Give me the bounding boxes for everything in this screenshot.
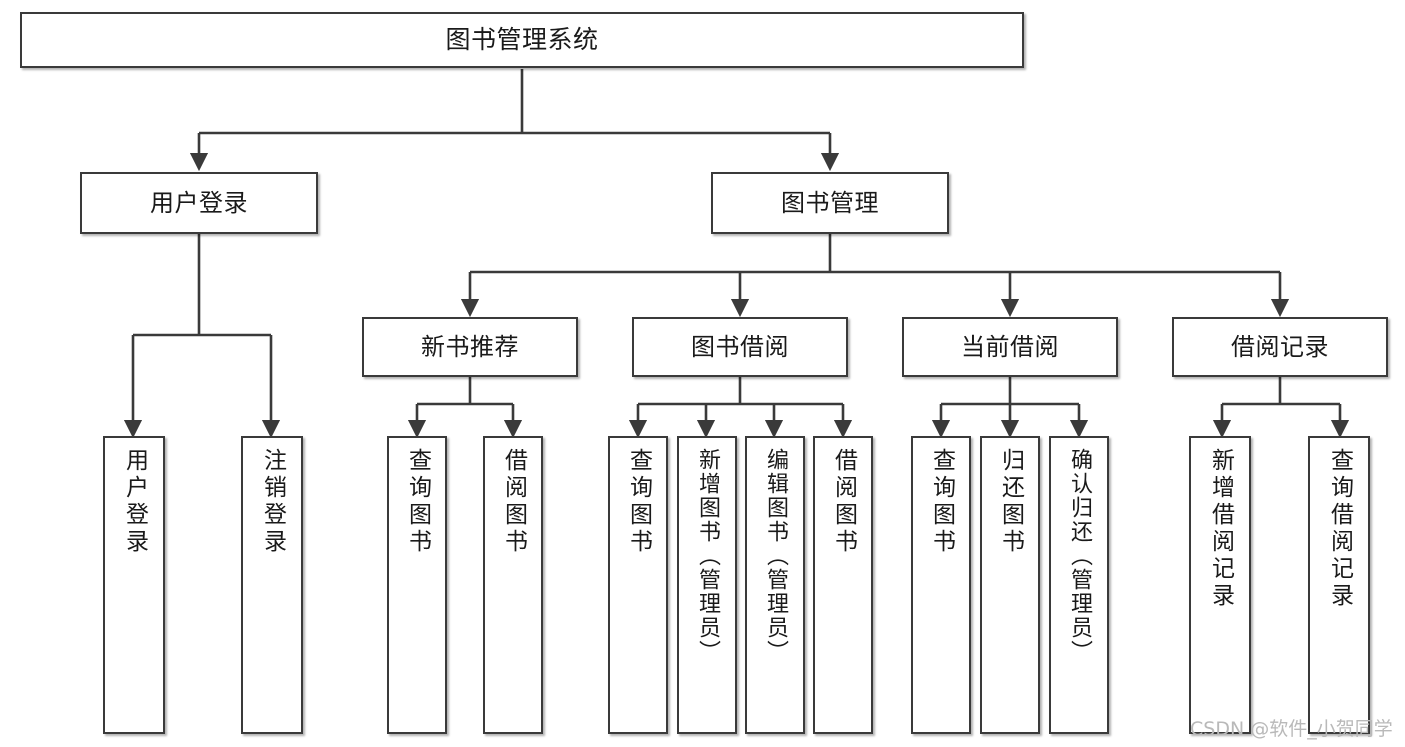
node-label: 图书借阅: [691, 332, 789, 361]
node-label: 查询图书: [928, 448, 955, 556]
leaf-user-login[interactable]: 用户登录: [103, 436, 165, 734]
node-label: 用户登录: [150, 188, 248, 217]
node-label: 新书推荐: [421, 332, 519, 361]
node-borrow-record[interactable]: 借阅记录: [1172, 317, 1388, 377]
node-label: 新增图书（管理员）: [695, 448, 720, 664]
node-new-book-recommend[interactable]: 新书推荐: [362, 317, 578, 377]
node-label: 编辑图书（管理员）: [763, 448, 788, 664]
node-label: 借阅图书: [500, 448, 527, 556]
node-label: 查询图书: [404, 448, 431, 556]
leaf-query-book-2[interactable]: 查询图书: [608, 436, 668, 734]
leaf-edit-book-admin[interactable]: 编辑图书（管理员）: [745, 436, 805, 734]
leaf-confirm-return-admin[interactable]: 确认归还（管理员）: [1049, 436, 1109, 734]
node-label: 当前借阅: [961, 332, 1059, 361]
node-label: 确认归还（管理员）: [1067, 448, 1092, 664]
node-label: 注销登录: [259, 448, 286, 556]
leaf-return-book[interactable]: 归还图书: [980, 436, 1040, 734]
node-book-management[interactable]: 图书管理: [711, 172, 949, 234]
node-label: 归还图书: [997, 448, 1024, 556]
csdn-watermark: CSDN @软件_小贺同学: [1190, 718, 1393, 740]
node-label: 借阅记录: [1231, 332, 1329, 361]
leaf-borrow-book-2[interactable]: 借阅图书: [813, 436, 873, 734]
node-current-borrow[interactable]: 当前借阅: [902, 317, 1118, 377]
leaf-query-book-3[interactable]: 查询图书: [911, 436, 971, 734]
leaf-query-borrow-record[interactable]: 查询借阅记录: [1308, 436, 1370, 734]
node-label: 借阅图书: [830, 448, 857, 556]
node-label: 图书管理: [781, 188, 879, 217]
node-label: 新增借阅记录: [1207, 448, 1234, 610]
leaf-borrow-book-1[interactable]: 借阅图书: [483, 436, 543, 734]
node-root-book-management-system[interactable]: 图书管理系统: [20, 12, 1024, 68]
node-label: 查询借阅记录: [1326, 448, 1353, 610]
leaf-add-book-admin[interactable]: 新增图书（管理员）: [677, 436, 737, 734]
node-label: 图书管理系统: [445, 25, 599, 55]
leaf-logout-login[interactable]: 注销登录: [241, 436, 303, 734]
node-user-login[interactable]: 用户登录: [80, 172, 318, 234]
node-book-borrow[interactable]: 图书借阅: [632, 317, 848, 377]
node-label: 用户登录: [121, 448, 148, 556]
node-label: 查询图书: [625, 448, 652, 556]
leaf-query-book-1[interactable]: 查询图书: [387, 436, 447, 734]
leaf-add-borrow-record[interactable]: 新增借阅记录: [1189, 436, 1251, 734]
